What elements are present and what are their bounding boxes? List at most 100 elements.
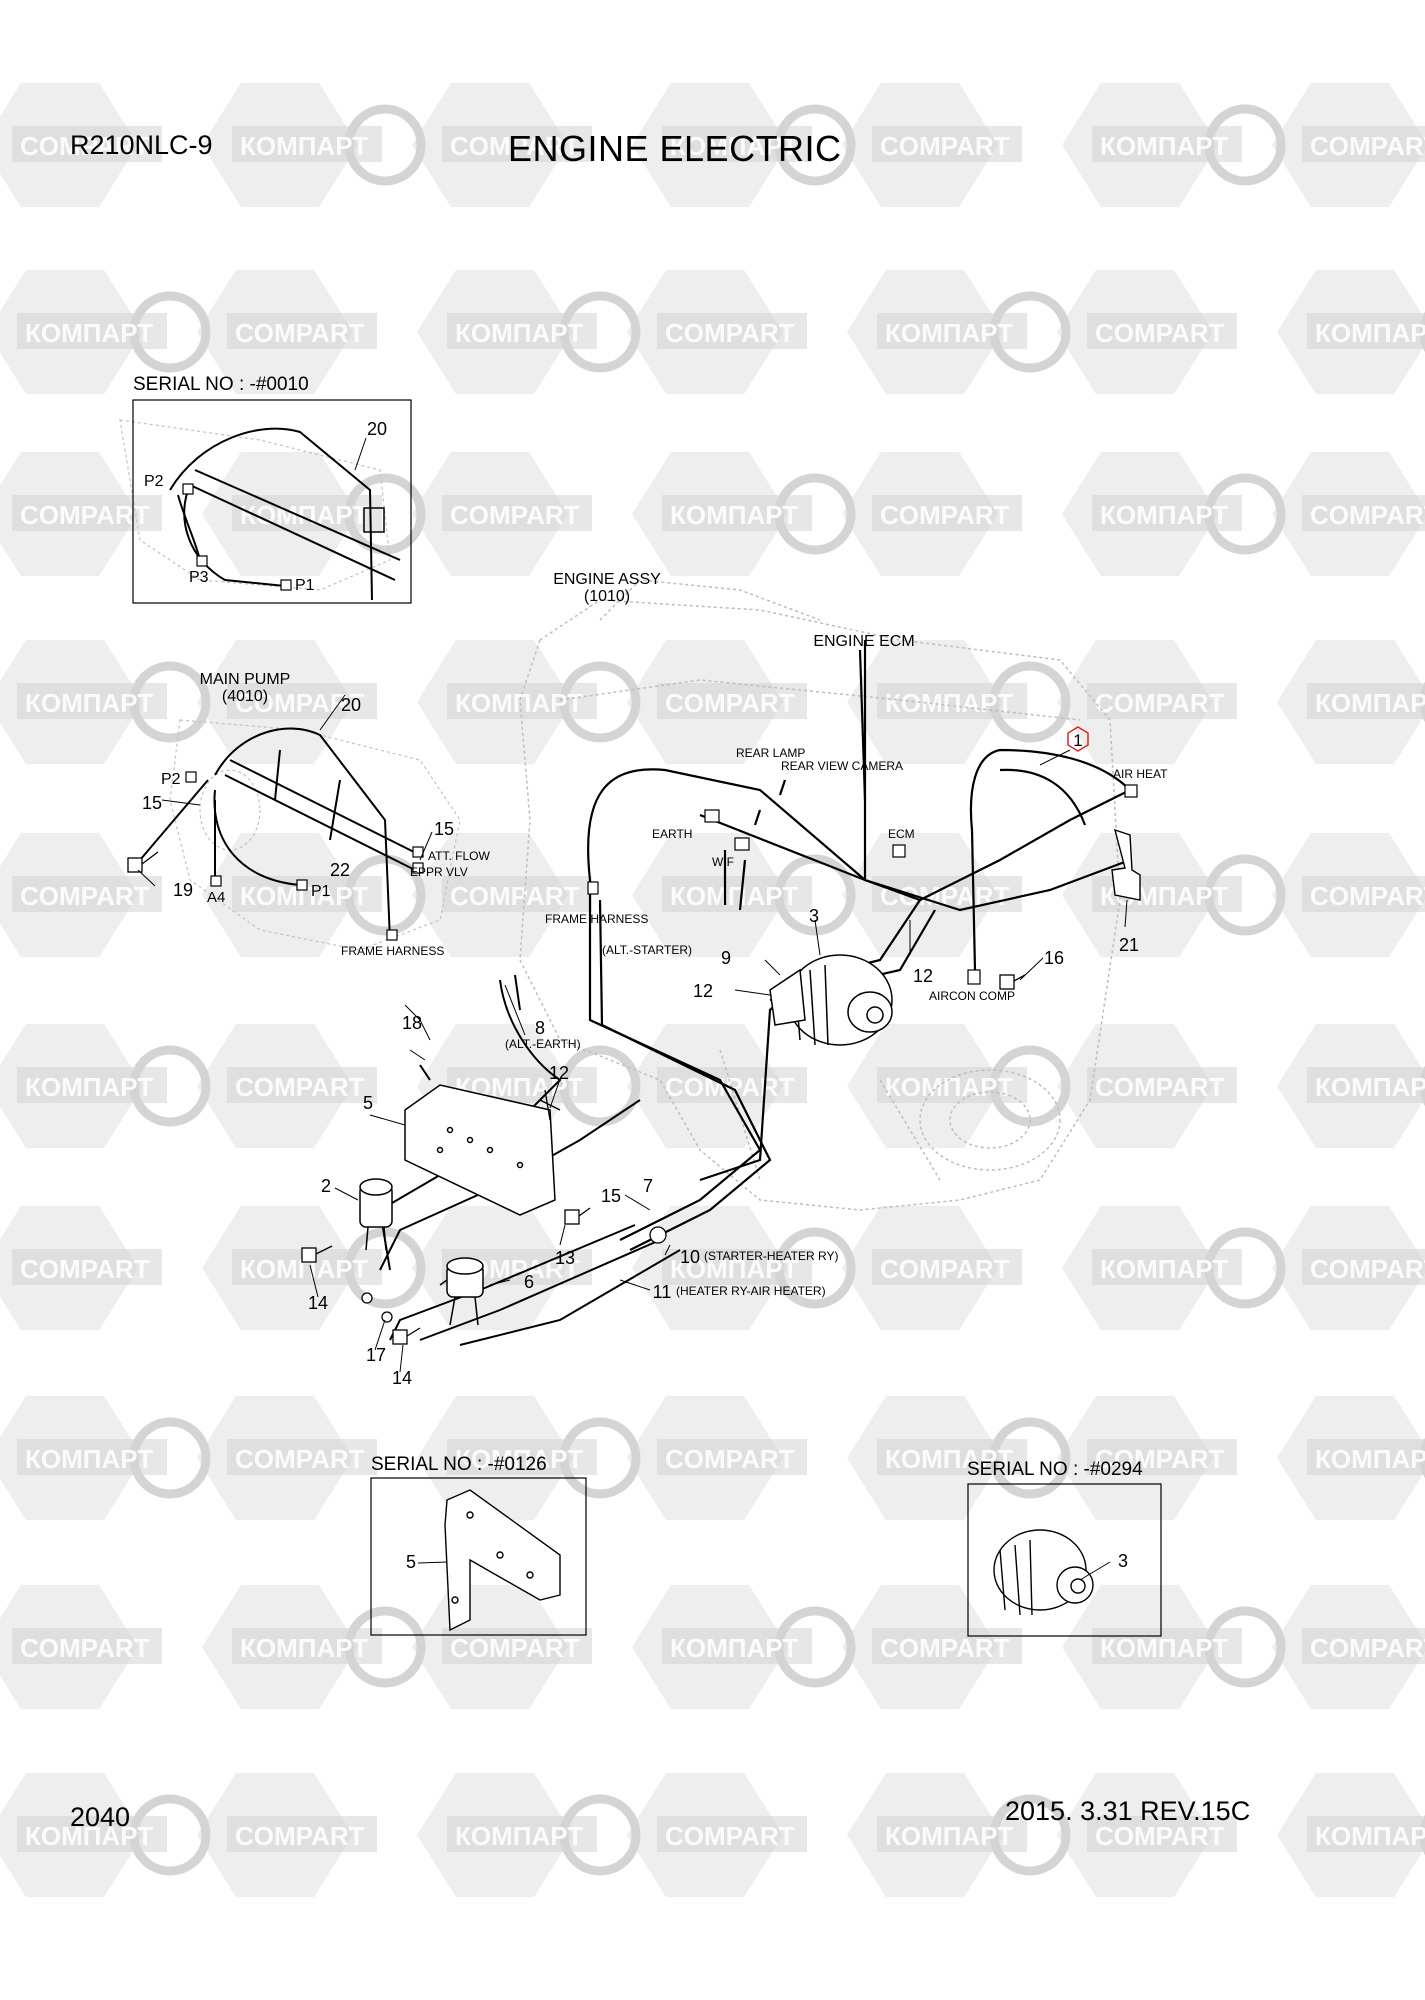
callout-1-highlight (1067, 726, 1089, 752)
watermark-text: COMPART (20, 500, 150, 530)
alternator-3 (769, 954, 893, 1046)
watermark-band (877, 1816, 1027, 1852)
connector-boxes (182, 483, 1138, 985)
callout-19: 19 (173, 880, 193, 900)
watermark-text: COMPART (1095, 1444, 1225, 1474)
watermark-text: COMPART (20, 1254, 150, 1284)
watermark-band (232, 1628, 382, 1664)
callout-5: 5 (363, 1093, 373, 1113)
inset-frame-serial-0294 (967, 1483, 1162, 1637)
leader-lines (137, 437, 1128, 1581)
connector-p2-inset: P2 (144, 473, 164, 490)
watermark-text: COMPART (1095, 1072, 1225, 1102)
watermark-text: COMPART (1095, 1821, 1225, 1851)
watermark-text: КОМПАРТ (1100, 1254, 1228, 1284)
watermark-band (1087, 313, 1237, 349)
callout-12-harness: 12 (913, 966, 933, 986)
watermark-band (872, 1249, 1022, 1285)
watermark-text: COMPART (880, 1633, 1010, 1663)
watermark-text: COMPART (235, 688, 365, 718)
watermark-band (447, 1439, 597, 1475)
watermark-text: COMPART (450, 500, 580, 530)
watermark-band (662, 126, 812, 162)
watermark-band (872, 495, 1022, 531)
inset-alternator-0294 (993, 1529, 1094, 1616)
watermark-text: COMPART (450, 131, 580, 161)
watermark-band (447, 683, 597, 719)
watermark-text: COMPART (20, 881, 150, 911)
callout-14-bottom: 14 (392, 1368, 412, 1388)
inset-harness-0010 (169, 427, 401, 601)
watermark-text: КОМПАРТ (25, 1444, 153, 1474)
callout-13: 13 (555, 1248, 575, 1268)
labels: SERIAL NO : -#0010 SERIAL NO : -#0126 SE… (133, 374, 1168, 1572)
watermark-text: КОМПАРТ (240, 131, 368, 161)
watermark-band (12, 876, 162, 912)
watermark-text: КОМПАРТ (1315, 318, 1425, 348)
watermark-text: КОМПАРТ (25, 1821, 153, 1851)
inset-bracket-0126 (444, 1489, 561, 1632)
cable-starter-heater: (STARTER-HEATER RY) (704, 1249, 838, 1263)
watermark-band (1087, 683, 1237, 719)
watermark-band (1307, 683, 1425, 719)
watermark-text: COMPART (235, 318, 365, 348)
callout-12-alt: 12 (693, 981, 713, 1001)
watermark-text: КОМПАРТ (1315, 1444, 1425, 1474)
connector-p1-inset: P1 (295, 577, 315, 594)
watermark-band (872, 1628, 1022, 1664)
watermark-band (657, 1439, 807, 1475)
callout-8: 8 (535, 1018, 545, 1038)
watermark-band (447, 313, 597, 349)
callout-11: 11 (653, 1282, 672, 1302)
callout-2: 2 (321, 1176, 331, 1196)
watermark-band (17, 1067, 167, 1103)
callout-10: 10 (680, 1247, 700, 1267)
watermark-text: COMPART (1310, 1254, 1425, 1284)
cable-alt-earth: (ALT.-EARTH) (505, 1037, 581, 1051)
watermark-band (227, 313, 377, 349)
watermark-band (877, 313, 1027, 349)
connector-a4: A4 (207, 889, 225, 906)
watermark-text: КОМПАРТ (455, 1444, 583, 1474)
model-code: R210NLC-9 (70, 130, 213, 160)
watermark-layer: КОМПАРТ COMPART КОМПАРТ COMPART КОМПАРТ COMPA… (0, 82, 1425, 1898)
watermark-band (442, 876, 592, 912)
watermark-text: COMPART (665, 1444, 795, 1474)
callout-14-left: 14 (308, 1293, 328, 1313)
watermark-text: COMPART (1095, 688, 1225, 718)
watermark-text: КОМПАРТ (455, 688, 583, 718)
watermark-text: COMPART (450, 881, 580, 911)
watermark-band (12, 1628, 162, 1664)
callout-20-pump: 20 (341, 695, 361, 715)
hardware-bolts (127, 851, 1026, 1345)
watermark-band (662, 1249, 812, 1285)
connector-frame-harness-engine: FRAME HARNESS (545, 912, 648, 926)
callout-16: 16 (1044, 948, 1064, 968)
watermark-band (1087, 1816, 1237, 1852)
watermark-band (877, 1067, 1027, 1103)
watermark-text: КОМПАРТ (885, 688, 1013, 718)
watermark-band (662, 1628, 812, 1664)
inset-label-serial-0294: SERIAL NO : -#0294 (967, 1459, 1143, 1480)
engine-harness-1 (587, 640, 1131, 1251)
watermark-band (872, 126, 1022, 162)
inset-frame-serial-0010 (132, 399, 412, 604)
watermark-band (17, 1439, 167, 1475)
pump-harness-20 (139, 727, 421, 941)
bracket-21 (1111, 828, 1141, 901)
watermark-text: КОМПАРТ (240, 500, 368, 530)
watermark-text: КОМПАРТ (25, 1072, 153, 1102)
callout-18: 18 (402, 1013, 422, 1033)
watermark-text: COMPART (665, 318, 795, 348)
watermark-text: КОМПАРТ (1315, 688, 1425, 718)
watermark-band (1307, 1816, 1425, 1852)
watermark-text: COMPART (880, 1254, 1010, 1284)
watermark-text: КОМПАРТ (1315, 1072, 1425, 1102)
connector-rear-view-camera: REAR VIEW CAMERA (781, 759, 903, 773)
watermark-band (227, 1067, 377, 1103)
connector-earth: EARTH (652, 827, 692, 841)
watermark-band (1092, 495, 1242, 531)
watermark-text: COMPART (880, 131, 1010, 161)
watermark-band (657, 1816, 807, 1852)
